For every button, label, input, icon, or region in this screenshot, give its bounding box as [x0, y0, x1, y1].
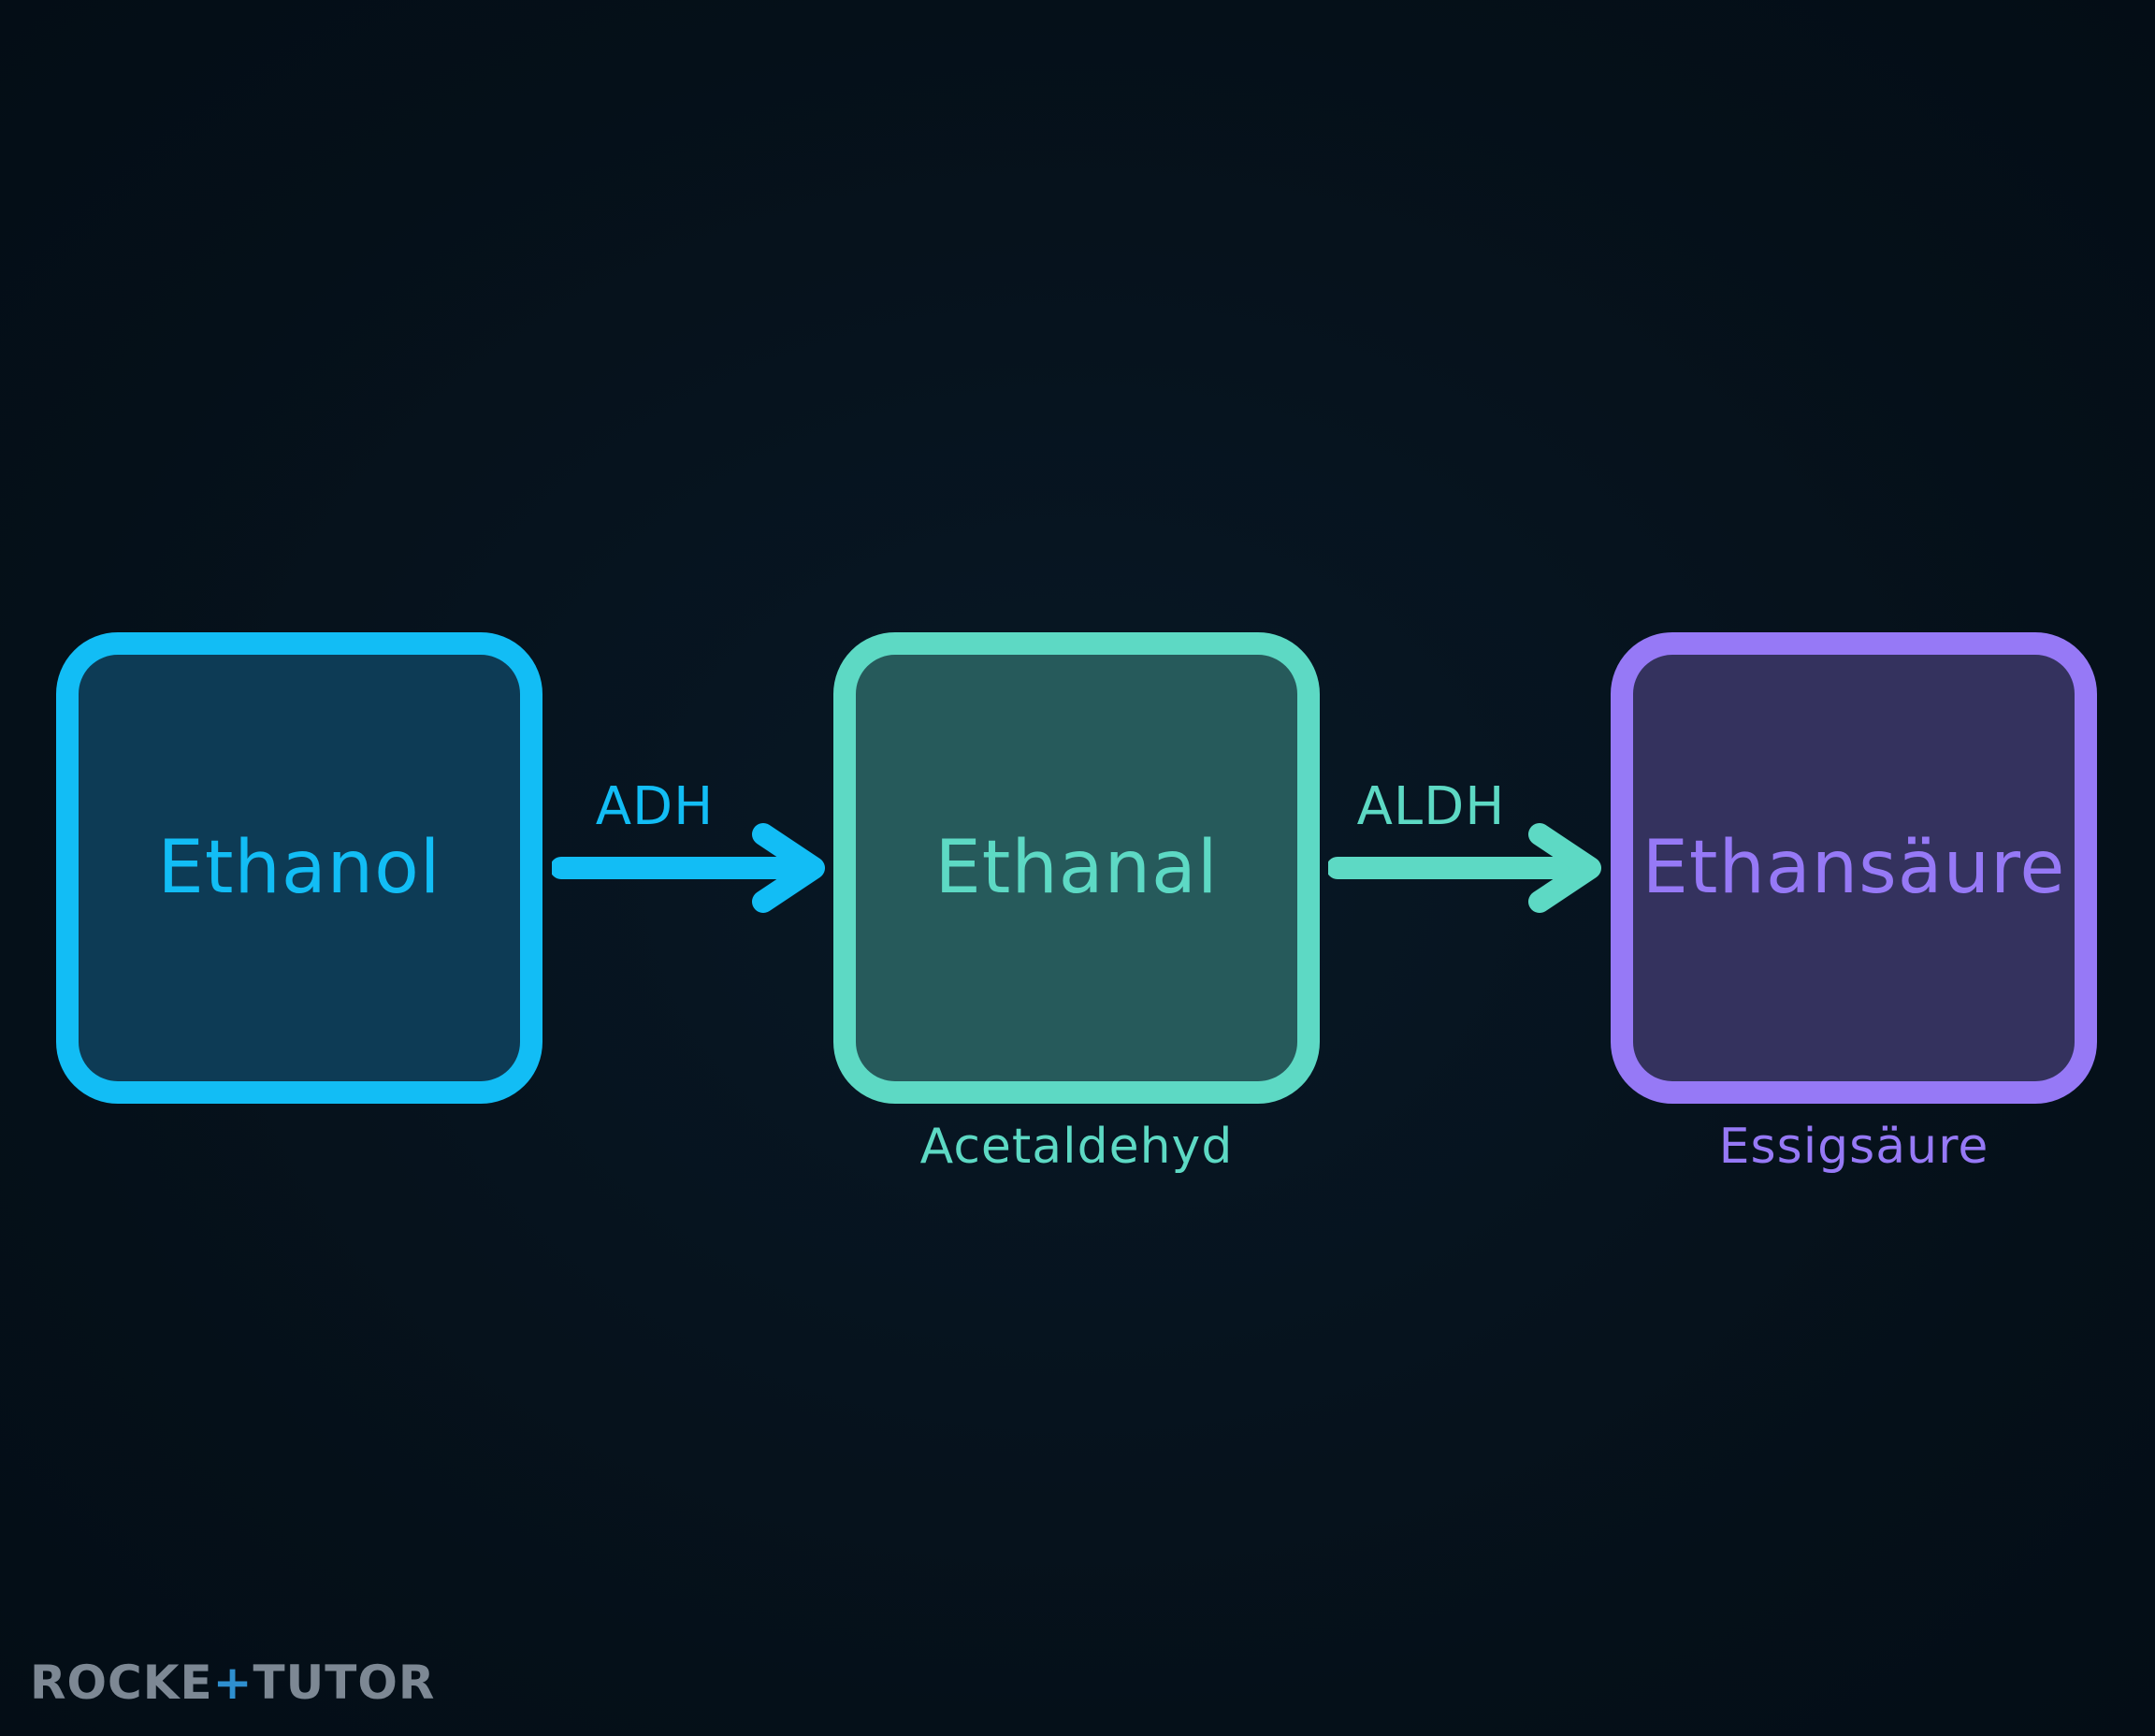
arrow-right-icon: [1328, 823, 1601, 913]
logo-text-part-1: ROCKE: [30, 1656, 213, 1710]
node-ethansaeure: Ethansäure: [1611, 632, 2097, 1104]
node-ethansaeure-label: Ethansäure: [1642, 826, 2066, 910]
node-ethansaeure-sublabel: Essigsäure: [1718, 1119, 1989, 1175]
node-ethanol: Ethanol: [56, 632, 542, 1104]
logo-text-part-2: TUTOR: [253, 1656, 436, 1710]
node-ethanol-label: Ethanol: [157, 826, 441, 910]
edge-aldh-label: ALDH: [1356, 776, 1506, 837]
logo-plus-glyph: +: [212, 1656, 253, 1710]
edge-adh-label: ADH: [595, 776, 715, 837]
node-ethanal-label: Ethanal: [934, 826, 1219, 910]
rocketutor-logo: ROCKE+TUTOR: [30, 1656, 435, 1710]
node-ethanal-sublabel: Acetaldehyd: [919, 1119, 1234, 1175]
node-ethanal: Ethanal: [833, 632, 1320, 1104]
arrow-right-icon: [552, 823, 825, 913]
